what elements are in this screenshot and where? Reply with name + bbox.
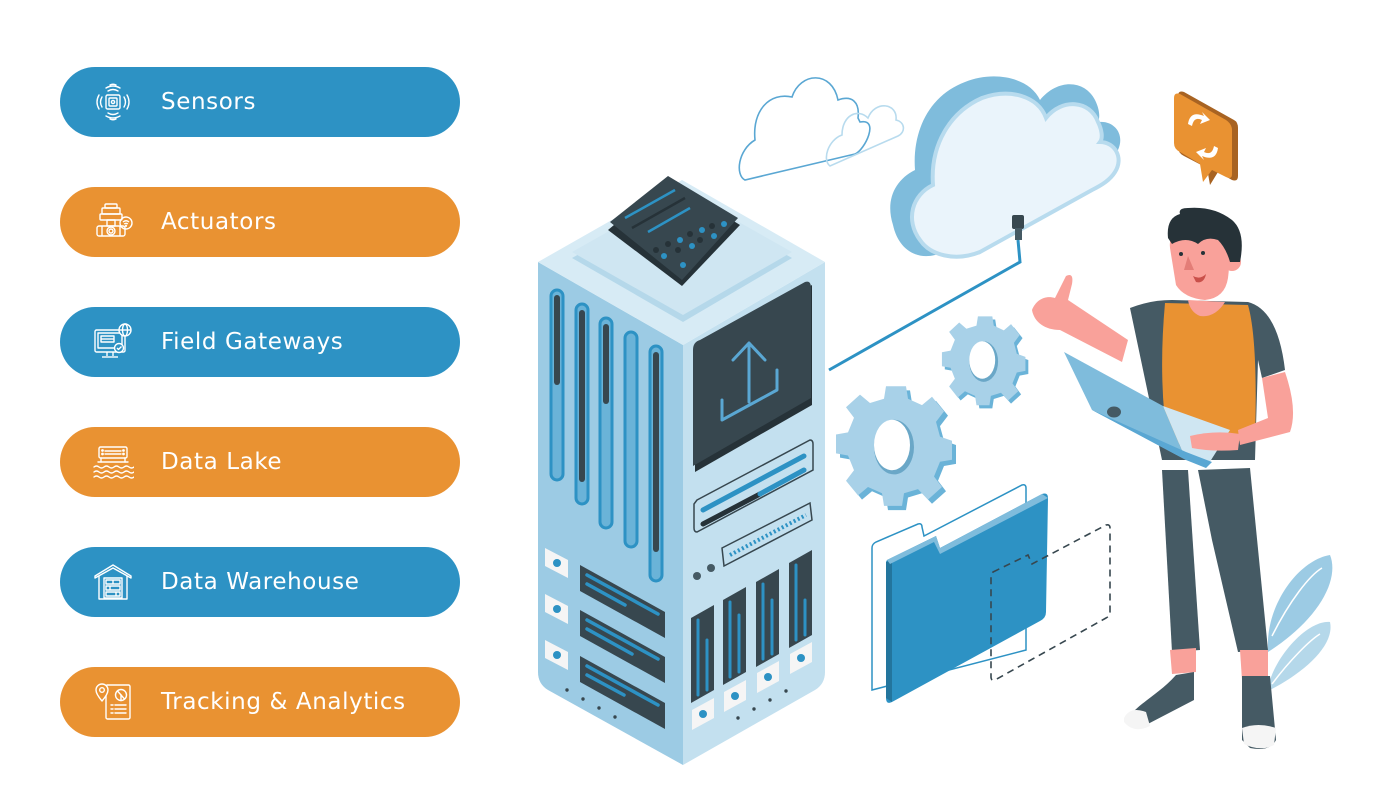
actuator-valve-icon: [92, 201, 134, 243]
pill-sensors[interactable]: Sensors: [60, 67, 460, 137]
gear-icon: [836, 316, 1029, 511]
status-panel: [693, 439, 814, 580]
pill-label: Actuators: [161, 209, 277, 235]
network-cable: [828, 215, 1024, 372]
outline-cloud-icon: [738, 77, 905, 181]
storage-tubes: [549, 288, 664, 583]
control-panel: [608, 176, 740, 286]
sync-chat-bubble: [1174, 91, 1238, 185]
upload-icon: [720, 341, 779, 422]
ghost-folder-outline: [990, 524, 1111, 681]
data-lake-server-waves-icon: [92, 441, 134, 483]
pill-data-lake[interactable]: Data Lake: [60, 427, 460, 497]
warehouse-icon: [92, 561, 134, 603]
drive-bays-left: [545, 548, 665, 729]
plant-leaves-icon: [1268, 555, 1333, 690]
pill-label: Sensors: [161, 89, 257, 115]
pill-actuators[interactable]: Actuators: [60, 187, 460, 257]
pill-field-gateways[interactable]: Field Gateways: [60, 307, 460, 377]
cloud-icon: [890, 76, 1121, 259]
pill-label: Field Gateways: [161, 329, 344, 355]
iot-illustration: [538, 76, 1333, 765]
tracking-analytics-report-icon: [92, 681, 134, 723]
server-tower: [538, 176, 825, 765]
gateway-monitor-globe-icon: [92, 321, 134, 363]
sensor-icon: [92, 81, 134, 123]
sync-icon: [1188, 112, 1218, 160]
person-with-laptop: [1032, 207, 1294, 749]
pill-label: Data Warehouse: [161, 569, 360, 595]
upload-screen: [693, 281, 812, 472]
pill-label: Tracking & Analytics: [161, 689, 406, 715]
pill-data-warehouse[interactable]: Data Warehouse: [60, 547, 460, 617]
pill-label: Data Lake: [161, 449, 283, 475]
pill-tracking-analytics[interactable]: Tracking & Analytics: [60, 667, 460, 737]
drive-bays-right: [691, 550, 812, 730]
folder-icon: [871, 484, 1048, 703]
